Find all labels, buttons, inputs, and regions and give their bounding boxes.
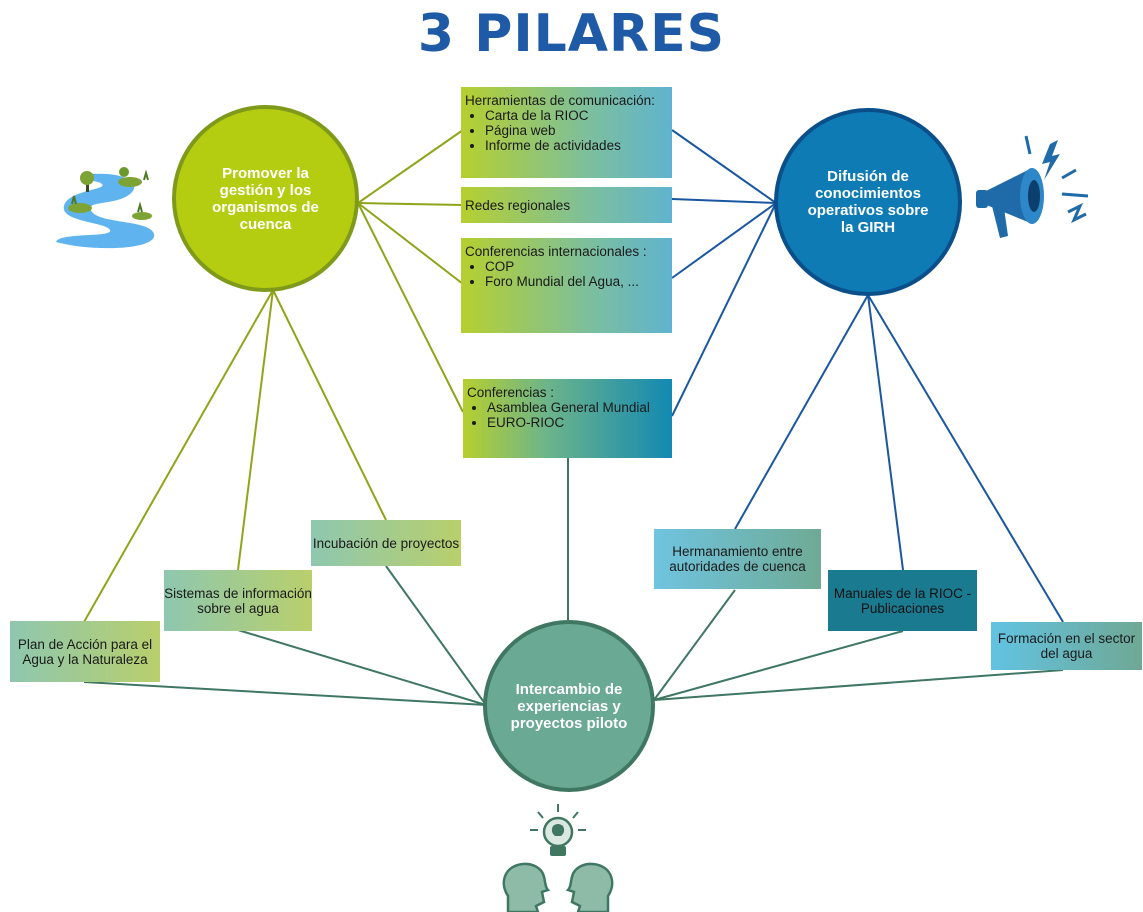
line-blue-conf <box>671 202 777 417</box>
box-conf-int-heading: Conferencias internacionales : <box>465 244 647 259</box>
river-landscape-icon <box>56 167 155 249</box>
list-item: Informe de actividades <box>485 138 668 153</box>
box-conferencias: Conferencias : Asamblea General Mundial … <box>463 379 672 458</box>
box-incubacion: Incubación de proyectos <box>311 520 461 566</box>
box-redes: Redes regionales <box>461 187 672 223</box>
page-title: 3 PILARES <box>417 4 726 64</box>
list-item: Foro Mundial del Agua, ... <box>485 274 668 289</box>
box-sistemas-label: Sistemas de información sobre el agua <box>164 585 312 616</box>
list-item: EURO-RIOC <box>487 415 668 430</box>
box-formacion: Formación en el sector del agua <box>991 622 1142 670</box>
line-green-herramientas <box>357 129 464 204</box>
line-teal-hermanamiento <box>653 589 736 701</box>
list-item: Asamblea General Mundial <box>487 400 668 415</box>
line-teal-manuales <box>653 630 904 701</box>
line-green-incubacion <box>272 289 387 521</box>
box-redes-label: Redes regionales <box>465 197 571 213</box>
box-herramientas-heading: Herramientas de comunicación: <box>465 93 655 108</box>
line-green-conf <box>357 202 464 413</box>
box-conferencias-internacionales: Conferencias internacionales : COP Foro … <box>461 238 672 333</box>
box-sistemas: Sistemas de información sobre el agua <box>164 570 312 631</box>
line-blue-manuales <box>867 294 904 571</box>
pillar-promover-label: Promover la gestión y los organismos de … <box>212 164 319 233</box>
line-green-redes <box>357 202 464 206</box>
line-green-plan <box>83 289 274 623</box>
list-item: Carta de la RIOC <box>485 108 668 123</box>
line-teal-incubacion <box>385 565 487 706</box>
box-manuales-label: Manuales de la RIOC - Publicaciones <box>833 585 972 616</box>
line-teal-sistemas <box>237 629 487 706</box>
box-herramientas: Herramientas de comunicación: Carta de l… <box>461 87 672 178</box>
line-teal-formacion <box>653 669 1064 701</box>
pillar-difusion: Difusión de conocimientos operativos sob… <box>774 108 962 296</box>
line-blue-conf-int <box>671 202 777 279</box>
box-incubacion-label: Incubación de proyectos <box>312 535 460 551</box>
box-manuales: Manuales de la RIOC - Publicaciones <box>828 570 977 631</box>
line-blue-herramientas <box>671 129 777 204</box>
box-conf-heading: Conferencias : <box>467 385 555 400</box>
box-formacion-label: Formación en el sector del agua <box>997 631 1136 661</box>
list-item: Página web <box>485 123 668 138</box>
line-blue-redes <box>671 198 777 204</box>
list-item: COP <box>485 259 668 274</box>
pillar-promover: Promover la gestión y los organismos de … <box>172 105 359 292</box>
line-teal-plan <box>83 681 487 706</box>
megaphone-icon <box>976 135 1089 238</box>
line-blue-hermanamiento <box>734 294 869 530</box>
box-plan-label: Plan de Acción para el Agua y la Natural… <box>17 636 153 667</box>
pillar-intercambio-label: Intercambio de experiencias y proyectos … <box>510 680 628 732</box>
line-green-sistemas <box>237 289 274 571</box>
line-green-conf-int <box>357 202 464 285</box>
box-hermanamiento-label: Hermanamiento entre autoridades de cuenc… <box>669 544 806 574</box>
pillar-intercambio: Intercambio de experiencias y proyectos … <box>483 620 655 792</box>
pillar-difusion-label: Difusión de conocimientos operativos sob… <box>807 168 929 236</box>
heads-lightbulb-icon <box>502 804 614 912</box>
box-plan: Plan de Acción para el Agua y la Natural… <box>10 621 160 682</box>
box-hermanamiento: Hermanamiento entre autoridades de cuenc… <box>654 529 821 589</box>
line-blue-formacion <box>867 294 1064 623</box>
